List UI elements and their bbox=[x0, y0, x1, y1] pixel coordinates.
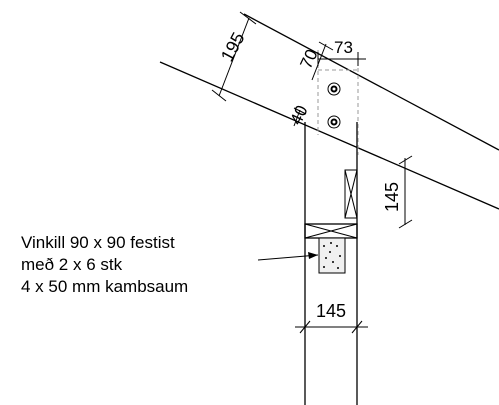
dimension-195-label: 195 bbox=[217, 29, 249, 65]
dimension-145-right: 145 bbox=[382, 155, 413, 229]
dimension-145-bottom: 145 bbox=[295, 301, 368, 334]
angle-bracket bbox=[318, 237, 346, 274]
note-line-2: með 2 x 6 stk bbox=[21, 255, 123, 274]
dimension-145-bottom-label: 145 bbox=[316, 301, 346, 321]
note-line-1: Vinkill 90 x 90 festist bbox=[21, 233, 175, 252]
bolt-upper bbox=[327, 82, 341, 96]
dimension-73-label: 73 bbox=[334, 38, 353, 57]
dimension-40-label: 40 bbox=[286, 103, 311, 128]
note-leader-arrow bbox=[308, 252, 318, 259]
bolt-lower bbox=[327, 115, 341, 129]
bracket-note: Vinkill 90 x 90 festist með 2 x 6 stk 4 … bbox=[21, 233, 188, 296]
note-line-3: 4 x 50 mm kambsaum bbox=[21, 277, 188, 296]
dimension-73: 73 bbox=[317, 38, 366, 66]
post bbox=[304, 122, 358, 405]
rafter-top-edge bbox=[243, 13, 499, 151]
cross-block bbox=[304, 223, 358, 239]
dimension-70: 70 bbox=[296, 41, 334, 81]
dimension-145-right-label: 145 bbox=[382, 182, 402, 212]
rafter bbox=[159, 13, 499, 210]
note-leader-line bbox=[257, 254, 319, 261]
dimension-40: 40 bbox=[286, 103, 311, 128]
blocking-cross bbox=[344, 169, 358, 219]
rafter-bottom-edge bbox=[159, 61, 499, 210]
